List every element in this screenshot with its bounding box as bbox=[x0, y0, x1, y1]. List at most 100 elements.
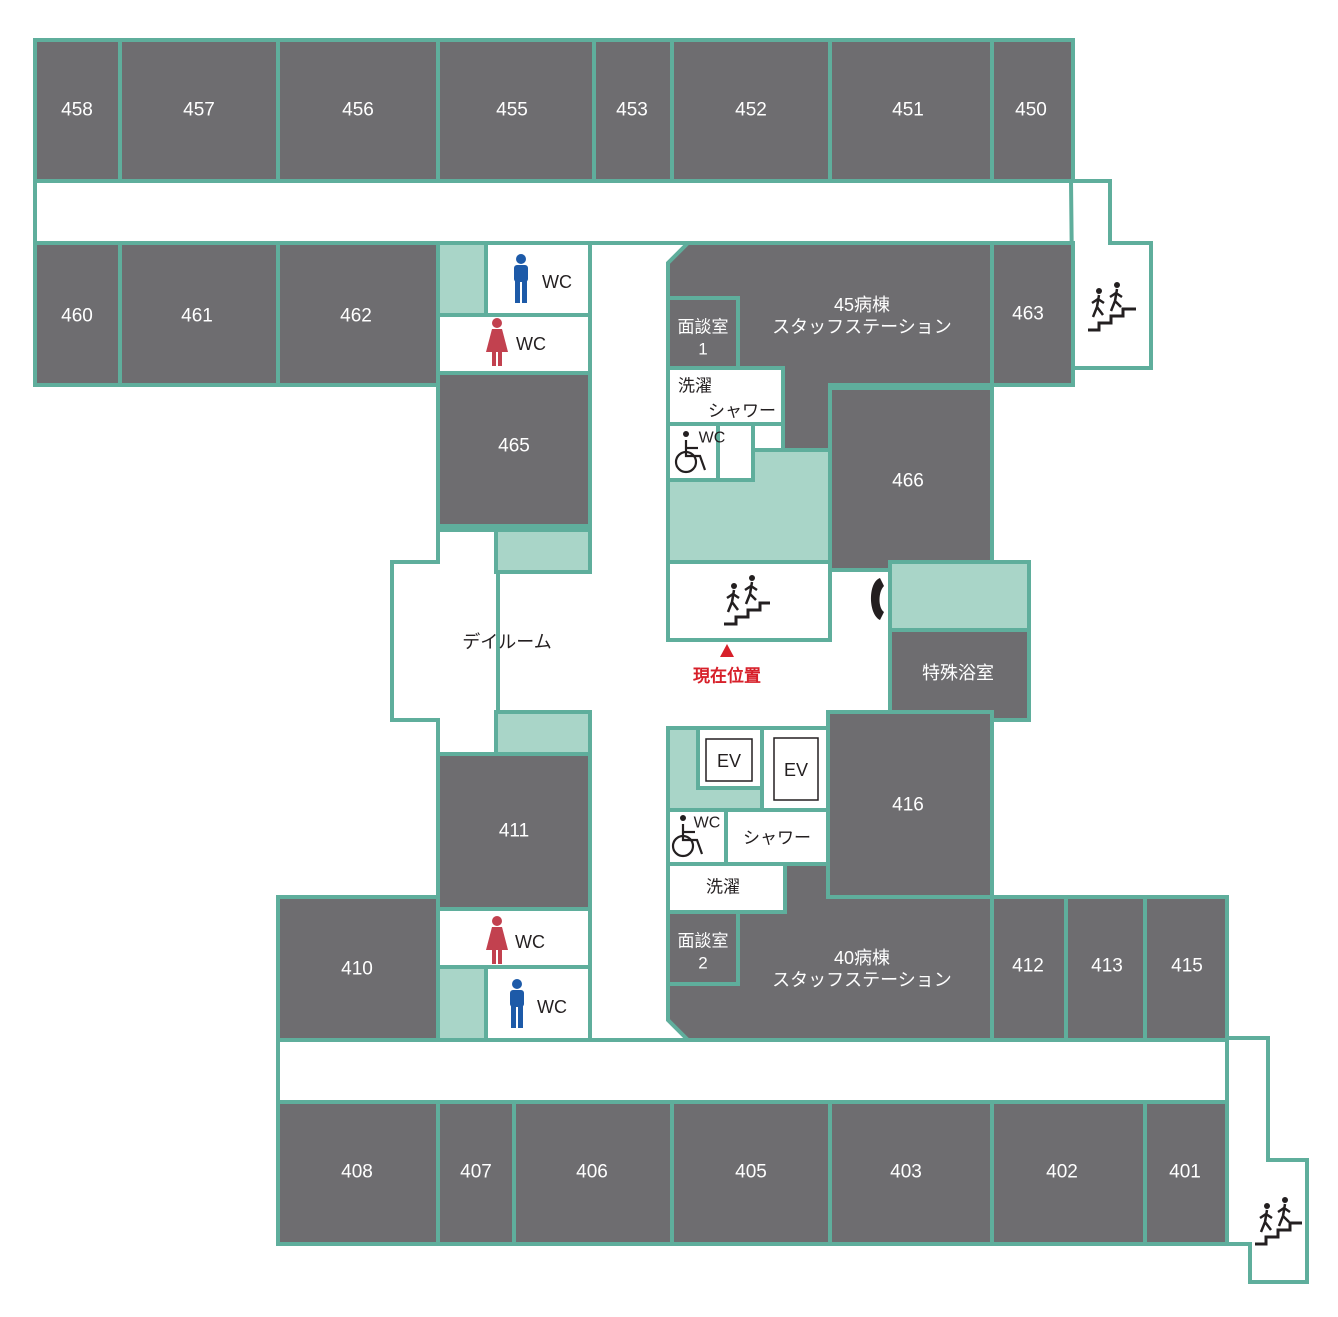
room-403 bbox=[828, 1100, 994, 1246]
label-466: 466 bbox=[892, 471, 924, 492]
storage-dayroom-south bbox=[494, 710, 592, 756]
label-401: 401 bbox=[1169, 1162, 1201, 1183]
storage-bath bbox=[888, 560, 1031, 632]
label-456: 456 bbox=[342, 100, 374, 121]
wc-label-female-north: WC bbox=[516, 334, 546, 354]
station-45-line2: スタッフステーション bbox=[772, 317, 952, 337]
female-icon bbox=[486, 916, 508, 964]
label-415: 415 bbox=[1171, 956, 1203, 977]
wc-label-accessible-40: WC bbox=[694, 815, 721, 832]
label-412: 412 bbox=[1012, 956, 1044, 977]
north-corridor bbox=[33, 179, 1075, 245]
room-463 bbox=[990, 241, 1075, 387]
interview-room-1 bbox=[666, 296, 740, 370]
label-465: 465 bbox=[498, 436, 530, 457]
male-icon bbox=[514, 254, 528, 303]
male-wc-south bbox=[484, 965, 592, 1042]
special-bath-label: 特殊浴室 bbox=[922, 663, 994, 683]
room-412 bbox=[990, 895, 1068, 1042]
north-stair-well bbox=[1068, 179, 1153, 370]
ev-label-1: EV bbox=[717, 751, 741, 771]
label-460: 460 bbox=[61, 306, 93, 327]
room-452 bbox=[670, 38, 832, 183]
label-461: 461 bbox=[181, 306, 213, 327]
shower-40-label: シャワー bbox=[743, 829, 811, 848]
room-407 bbox=[436, 1100, 516, 1246]
elevator-1 bbox=[705, 738, 753, 782]
wc-label-female-south: WC bbox=[515, 932, 545, 952]
interview-1-line2: 1 bbox=[698, 340, 707, 359]
label-403: 403 bbox=[890, 1162, 922, 1183]
interview-2-line1: 面談室 bbox=[678, 932, 729, 951]
room-450 bbox=[990, 38, 1075, 183]
stairs-icon bbox=[724, 575, 770, 626]
laundry-45-label: 洗濯 bbox=[678, 377, 712, 396]
room-405 bbox=[670, 1100, 832, 1246]
south-corridor bbox=[276, 1038, 1231, 1104]
elevator-2 bbox=[773, 737, 819, 801]
wc-label-male-south: WC bbox=[537, 997, 567, 1017]
label-410: 410 bbox=[341, 959, 373, 980]
stairs-icon bbox=[1255, 1197, 1302, 1246]
wheelchair-icon bbox=[674, 431, 707, 474]
room-401 bbox=[1143, 1100, 1229, 1246]
storage-dayroom-north bbox=[494, 528, 592, 574]
label-416: 416 bbox=[892, 795, 924, 816]
label-407: 407 bbox=[460, 1162, 492, 1183]
female-icon bbox=[486, 318, 508, 366]
male-icon bbox=[510, 979, 524, 1028]
room-408 bbox=[276, 1100, 440, 1246]
label-411: 411 bbox=[499, 821, 529, 842]
accessible-wc-45 bbox=[666, 422, 720, 482]
interview-room-2 bbox=[666, 910, 740, 986]
room-411 bbox=[436, 752, 592, 911]
stairs-icon bbox=[1088, 282, 1136, 332]
current-location-marker-icon bbox=[720, 644, 734, 657]
room-455 bbox=[436, 38, 596, 183]
female-wc-north bbox=[436, 313, 592, 375]
room-410 bbox=[276, 895, 440, 1042]
storage-north-wc bbox=[436, 241, 488, 317]
wc-label-accessible-45: WC bbox=[699, 430, 726, 447]
label-405: 405 bbox=[735, 1162, 767, 1183]
station-40-line1: 40病棟 bbox=[834, 948, 890, 968]
station-45-line1: 45病棟 bbox=[834, 295, 890, 315]
wheelchair-icon bbox=[671, 815, 704, 858]
label-462: 462 bbox=[340, 306, 372, 327]
male-wc-north bbox=[484, 241, 592, 317]
room-460 bbox=[33, 241, 122, 387]
label-452: 452 bbox=[735, 100, 767, 121]
room-457 bbox=[118, 38, 280, 183]
label-450: 450 bbox=[1015, 100, 1047, 121]
telephone-icon bbox=[871, 578, 884, 620]
storage-south-wc bbox=[436, 965, 488, 1042]
laundry-40-label: 洗濯 bbox=[706, 878, 740, 897]
room-465 bbox=[436, 371, 592, 528]
station-40-line2: スタッフステーション bbox=[772, 970, 952, 990]
special-bathroom bbox=[888, 628, 1031, 722]
label-455: 455 bbox=[496, 100, 528, 121]
room-462 bbox=[276, 241, 440, 387]
shower-45-label: シャワー bbox=[708, 402, 776, 421]
label-453: 453 bbox=[616, 100, 648, 121]
stairs-center bbox=[666, 560, 832, 642]
room-458 bbox=[33, 38, 122, 183]
female-wc-south bbox=[436, 907, 592, 969]
label-463: 463 bbox=[1012, 304, 1044, 325]
room-451 bbox=[828, 38, 994, 183]
label-402: 402 bbox=[1046, 1162, 1078, 1183]
label-457: 457 bbox=[183, 100, 215, 121]
current-location-label: 現在位置 bbox=[693, 666, 761, 686]
label-413: 413 bbox=[1091, 956, 1123, 977]
interview-2-line2: 2 bbox=[698, 954, 707, 973]
wc-label-male-north: WC bbox=[542, 272, 572, 292]
room-453 bbox=[592, 38, 674, 183]
label-458: 458 bbox=[61, 100, 93, 121]
interview-1-line1: 面談室 bbox=[678, 318, 729, 337]
dayroom-label: デイルーム bbox=[462, 632, 551, 652]
label-408: 408 bbox=[341, 1162, 373, 1183]
ev-label-2: EV bbox=[784, 760, 808, 780]
room-466 bbox=[828, 386, 994, 572]
label-451: 451 bbox=[892, 100, 924, 121]
